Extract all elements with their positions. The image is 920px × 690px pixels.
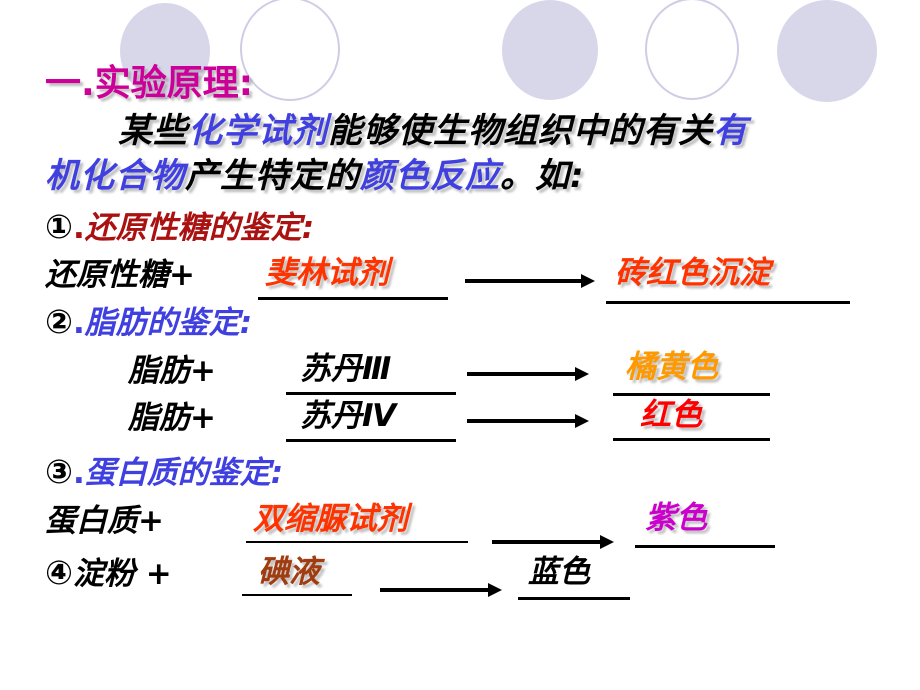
deco-circle-3 bbox=[502, 0, 598, 100]
reaction-1-substrate: 还原性糖+ bbox=[45, 257, 195, 293]
intro-paragraph-line-2: 机化合物产生特定的颜色反应。如: bbox=[45, 159, 585, 193]
reaction-1-product-underline bbox=[606, 301, 850, 304]
intro-text-seg-7-highlight: 颜色反应 bbox=[360, 156, 500, 196]
item-heading-text-1: 还原性糖的鉴定: bbox=[84, 210, 315, 246]
item-heading-2: ②.脂肪的鉴定: bbox=[45, 305, 252, 339]
reaction-2-substrate: 脂肪+ bbox=[128, 353, 216, 389]
reaction-1-reagent: 斐林试剂 bbox=[265, 255, 389, 291]
item-dot-2: . bbox=[72, 305, 85, 341]
item-marker-4: ④ bbox=[45, 553, 73, 592]
item-dot-3: . bbox=[72, 455, 85, 491]
item-dot-1: . bbox=[72, 210, 85, 246]
item-marker-1: ① bbox=[45, 207, 73, 246]
reaction-2-product-underline bbox=[613, 393, 770, 396]
item-marker-3: ③ bbox=[45, 452, 73, 491]
reaction-2-reagent-underline bbox=[286, 392, 456, 395]
reaction-2-reagent: 苏丹Ⅲ bbox=[300, 351, 392, 387]
reaction-5-reagent-underline bbox=[242, 594, 352, 596]
intro-text-seg-3: 能够使生物组织中的有关 bbox=[328, 111, 713, 151]
item-marker-4-group: ④淀粉 + bbox=[45, 556, 172, 590]
reaction-1-reagent-underline bbox=[258, 297, 448, 300]
reaction-4-product: 紫色 bbox=[645, 500, 707, 536]
item-heading-text-3: 蛋白质的鉴定: bbox=[84, 455, 284, 491]
reaction-3-reagent-underline bbox=[286, 439, 456, 442]
reaction-3-substrate: 脂肪+ bbox=[128, 400, 216, 436]
reaction-4-substrate: 蛋白质+ bbox=[45, 503, 164, 539]
reaction-5-product: 蓝色 bbox=[528, 554, 590, 590]
reaction-5-product-underline bbox=[518, 597, 630, 600]
reaction-4-product-underline bbox=[635, 545, 775, 548]
intro-paragraph-line-1: 某些化学试剂能够使生物组织中的有关有 bbox=[118, 114, 748, 148]
reaction-2-product: 橘黄色 bbox=[625, 349, 718, 385]
intro-text-seg-4-highlight: 有 bbox=[713, 111, 748, 151]
item-heading-1: ①.还原性糖的鉴定: bbox=[45, 210, 314, 244]
reaction-5-reagent: 碘液 bbox=[258, 554, 320, 590]
page-title: 一.实验原理: bbox=[45, 63, 254, 104]
intro-text-seg-6: 产生特定的 bbox=[185, 156, 360, 196]
item-marker-2: ② bbox=[45, 302, 73, 341]
item-heading-3: ③.蛋白质的鉴定: bbox=[45, 455, 283, 489]
reaction-4-reagent-underline bbox=[246, 541, 468, 543]
deco-circle-5 bbox=[777, 0, 877, 102]
reaction-3-product-underline bbox=[613, 438, 770, 441]
reaction-5-substrate: 淀粉 + bbox=[72, 556, 172, 592]
reaction-3-product: 红色 bbox=[640, 397, 702, 433]
reaction-1-product: 砖红色沉淀 bbox=[615, 255, 770, 291]
intro-text-seg-5-highlight: 机化合物 bbox=[45, 156, 185, 196]
deco-circle-2 bbox=[240, 0, 340, 101]
item-heading-text-2: 脂肪的鉴定: bbox=[84, 305, 253, 341]
reaction-3-reagent: 苏丹Ⅳ bbox=[300, 398, 397, 434]
reaction-4-reagent: 双缩脲试剂 bbox=[253, 501, 408, 537]
intro-text-seg-8: 。如: bbox=[500, 156, 585, 196]
intro-text-seg-2-highlight: 化学试剂 bbox=[188, 111, 328, 151]
intro-text-seg-1: 某些 bbox=[118, 111, 188, 151]
deco-circle-4 bbox=[645, 0, 739, 100]
